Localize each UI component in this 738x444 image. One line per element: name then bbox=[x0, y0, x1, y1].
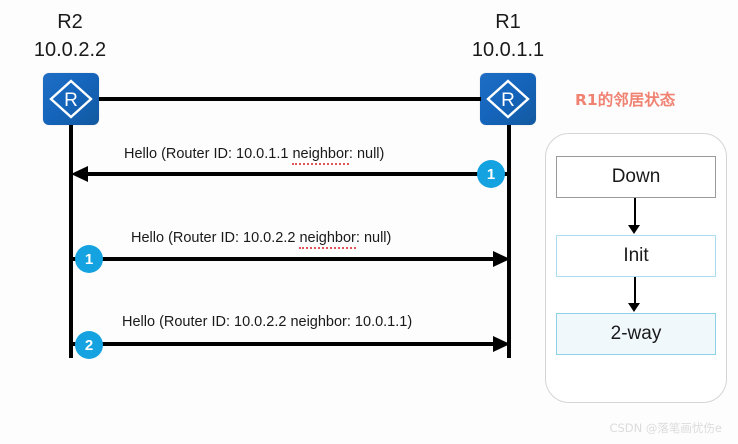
node-r1-name: R1 bbox=[495, 11, 521, 33]
message-2-arrow-line bbox=[71, 257, 494, 261]
node-r2-name: R2 bbox=[57, 11, 83, 33]
message-1-label: Hello (Router ID: 10.0.1.1 neighbor: nul… bbox=[124, 145, 385, 165]
state-box-down[interactable]: Down bbox=[556, 156, 716, 198]
state-connector-init-2way bbox=[634, 277, 637, 305]
state-connector-init-2way-arrowhead bbox=[628, 303, 640, 312]
message-3-label: Hello (Router ID: 10.0.2.2 neighbor: 10.… bbox=[122, 313, 412, 331]
state-box-init[interactable]: Init bbox=[556, 235, 716, 277]
neighbor-state-panel-title: R1的邻居状态 bbox=[575, 91, 676, 109]
state-connector-down-init bbox=[634, 198, 637, 227]
router-icon-r1[interactable]: R bbox=[480, 73, 536, 125]
node-r1-ip: 10.0.1.1 bbox=[471, 39, 545, 61]
message-1-text-post: : null) bbox=[348, 146, 385, 162]
state-box-2way[interactable]: 2-way bbox=[556, 313, 716, 355]
message-2-text-post: : null) bbox=[355, 230, 392, 246]
message-2-arrowhead bbox=[493, 251, 510, 267]
step-badge-3-left: 2 bbox=[75, 331, 103, 359]
message-2-text-pre: Hello (Router ID: 10.0.2.2 bbox=[131, 230, 300, 246]
message-3-arrow-line bbox=[71, 342, 494, 346]
lifeline-r2 bbox=[69, 125, 73, 358]
message-1-arrow-line bbox=[84, 172, 508, 176]
physical-link-line bbox=[99, 97, 481, 101]
router-icon-r2[interactable]: R bbox=[43, 73, 99, 125]
state-connector-down-init-arrowhead bbox=[628, 225, 640, 234]
watermark: CSDN @落笔画忧伤e bbox=[609, 421, 722, 435]
message-1-text-misspelled: neighbor bbox=[292, 146, 349, 165]
message-1-text-pre: Hello (Router ID: 10.0.1.1 bbox=[124, 146, 293, 162]
message-2-label: Hello (Router ID: 10.0.2.2 neighbor: nul… bbox=[131, 229, 392, 249]
message-1-arrowhead bbox=[71, 166, 88, 182]
svg-text:R: R bbox=[64, 90, 78, 111]
message-3-text-pre: Hello (Router ID: 10.0.2.2 neighbor: 10.… bbox=[122, 314, 413, 330]
lifeline-r1 bbox=[507, 125, 511, 358]
step-badge-2-left: 1 bbox=[75, 245, 103, 273]
message-2-text-misspelled: neighbor bbox=[299, 230, 356, 249]
step-badge-1-right: 1 bbox=[477, 160, 505, 188]
message-3-arrowhead bbox=[493, 336, 510, 352]
node-r2-ip: 10.0.2.2 bbox=[33, 39, 107, 61]
svg-text:R: R bbox=[501, 90, 515, 111]
